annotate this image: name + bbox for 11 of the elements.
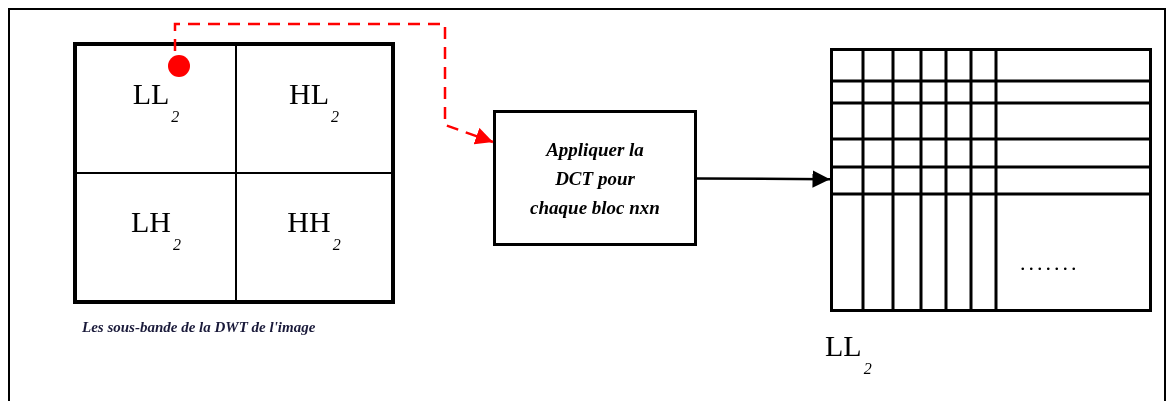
- subband-cell: [76, 173, 236, 301]
- subband-cell: [76, 45, 236, 173]
- process-text: Appliquer la DCT pour chaque bloc nxn: [529, 137, 661, 220]
- arrow: [173, 22, 494, 145]
- process-box: [493, 110, 697, 246]
- ellipsis-label: .......: [1020, 250, 1080, 276]
- dot-marker: [168, 55, 190, 77]
- arrow: [697, 170, 830, 188]
- caption-text: Les sous-bande de la DWT de l'image: [82, 318, 317, 337]
- subband-cell: [236, 45, 392, 173]
- subband-cell: [236, 173, 392, 301]
